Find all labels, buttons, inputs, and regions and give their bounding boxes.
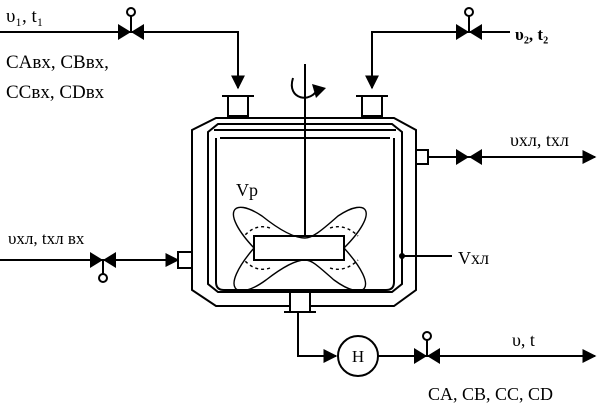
inlet-1-conc-line1: CAвх, CBвх, [6,52,109,73]
jacket-volume-pointer [399,253,452,259]
jacket-outlet-nozzle [415,149,429,165]
top-nozzle-right [356,95,388,117]
pump-label: Н [352,347,364,366]
impeller [232,206,367,292]
product-conc-label: CA, CB, CC, CD [428,384,553,404]
pump [337,335,379,377]
inlet-1-line [0,31,245,90]
inlet-1-conc-line2: CCвх, CDвх [6,82,105,103]
jacket-inlet-label: υхл, tхл вх [8,229,85,248]
jacket-outlet-valve [456,149,482,165]
top-nozzle-left [222,95,254,117]
jacket-outlet-label: υхл, tхл [510,130,569,150]
product-outlet-label: υ, t [512,330,535,350]
bottom-nozzle [284,291,316,313]
jacket-inlet-valve [90,252,116,283]
inlet-1-valve [118,7,144,40]
inlet-2-valve [456,7,482,40]
jacket-volume-label: Vхл [458,248,489,268]
reactor-jacket [191,117,417,307]
inlet-1-label: υ₁, t₁ [6,6,43,27]
reactor-volume-label: Vр [236,180,258,200]
inlet-2-line [365,31,510,90]
jacket-inlet-nozzle [177,251,193,269]
inlet-2-label: υ₂, t₂ [515,25,548,44]
product-valve [414,331,440,364]
rotation-arrow [290,77,326,99]
